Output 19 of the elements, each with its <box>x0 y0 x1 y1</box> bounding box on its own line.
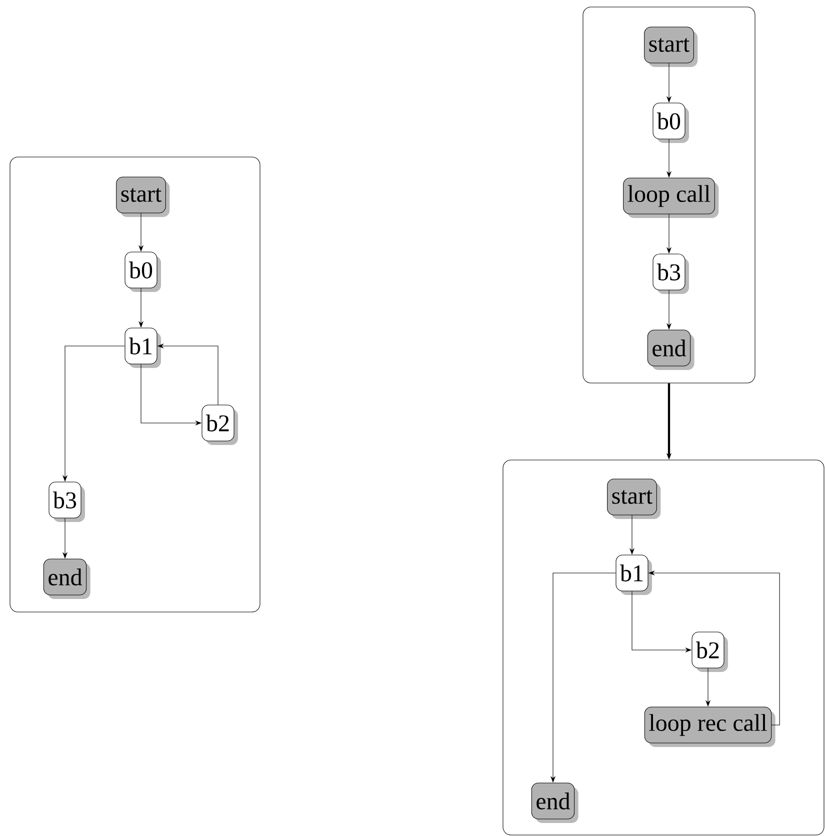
block-box: b1 <box>124 328 161 368</box>
terminal-box: start <box>607 478 661 519</box>
block-box: b3 <box>48 482 85 522</box>
terminal-box: loop rec call <box>644 706 776 747</box>
block-box: b3 <box>652 254 689 294</box>
terminal-box: end <box>531 782 578 823</box>
block-box: b2 <box>202 404 238 445</box>
group-frame <box>10 156 260 612</box>
group-frame <box>582 6 756 384</box>
terminal-box: start <box>116 176 170 217</box>
block-box: b2 <box>692 632 728 672</box>
terminal-box: end <box>647 330 694 370</box>
group-frame <box>502 460 824 836</box>
terminal-box: end <box>43 558 90 599</box>
block-box: b0 <box>124 252 161 292</box>
terminal-box: loop call <box>623 178 719 218</box>
block-box: b0 <box>652 102 689 143</box>
terminal-box: start <box>644 26 698 67</box>
block-box: b1 <box>616 554 652 595</box>
